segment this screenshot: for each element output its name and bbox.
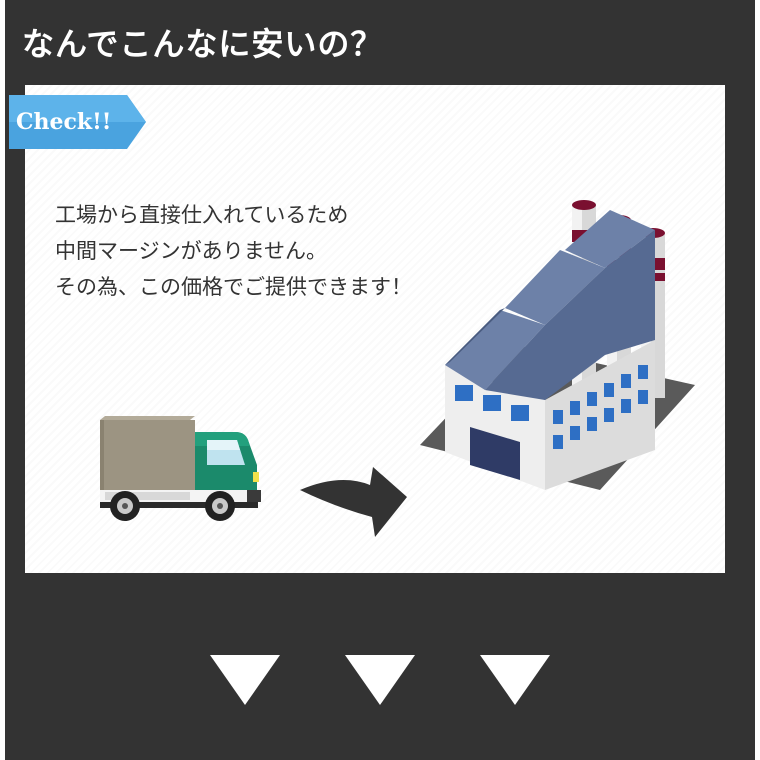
factory-icon (420, 200, 695, 490)
banner-heading: なんでこんなに安いの？ (22, 25, 384, 63)
description-line-2: 中間マージンがありません。 (55, 239, 327, 263)
truck-icon (100, 416, 261, 521)
curved-arrow-icon (300, 467, 407, 537)
check-badge (9, 95, 146, 149)
down-arrows (210, 655, 555, 710)
check-badge-label: Check!! (16, 109, 112, 135)
description-line-3: その為、この価格でご提供できます！ (55, 275, 412, 299)
description-line-1: 工場から直接仕入れているため (55, 203, 349, 227)
down-arrow-icon (210, 655, 280, 705)
down-arrow-icon (345, 655, 415, 705)
description-text: 工場から直接仕入れているため 中間マージンがありません。 その為、この価格でご提… (55, 197, 412, 305)
down-arrow-icon (480, 655, 550, 705)
